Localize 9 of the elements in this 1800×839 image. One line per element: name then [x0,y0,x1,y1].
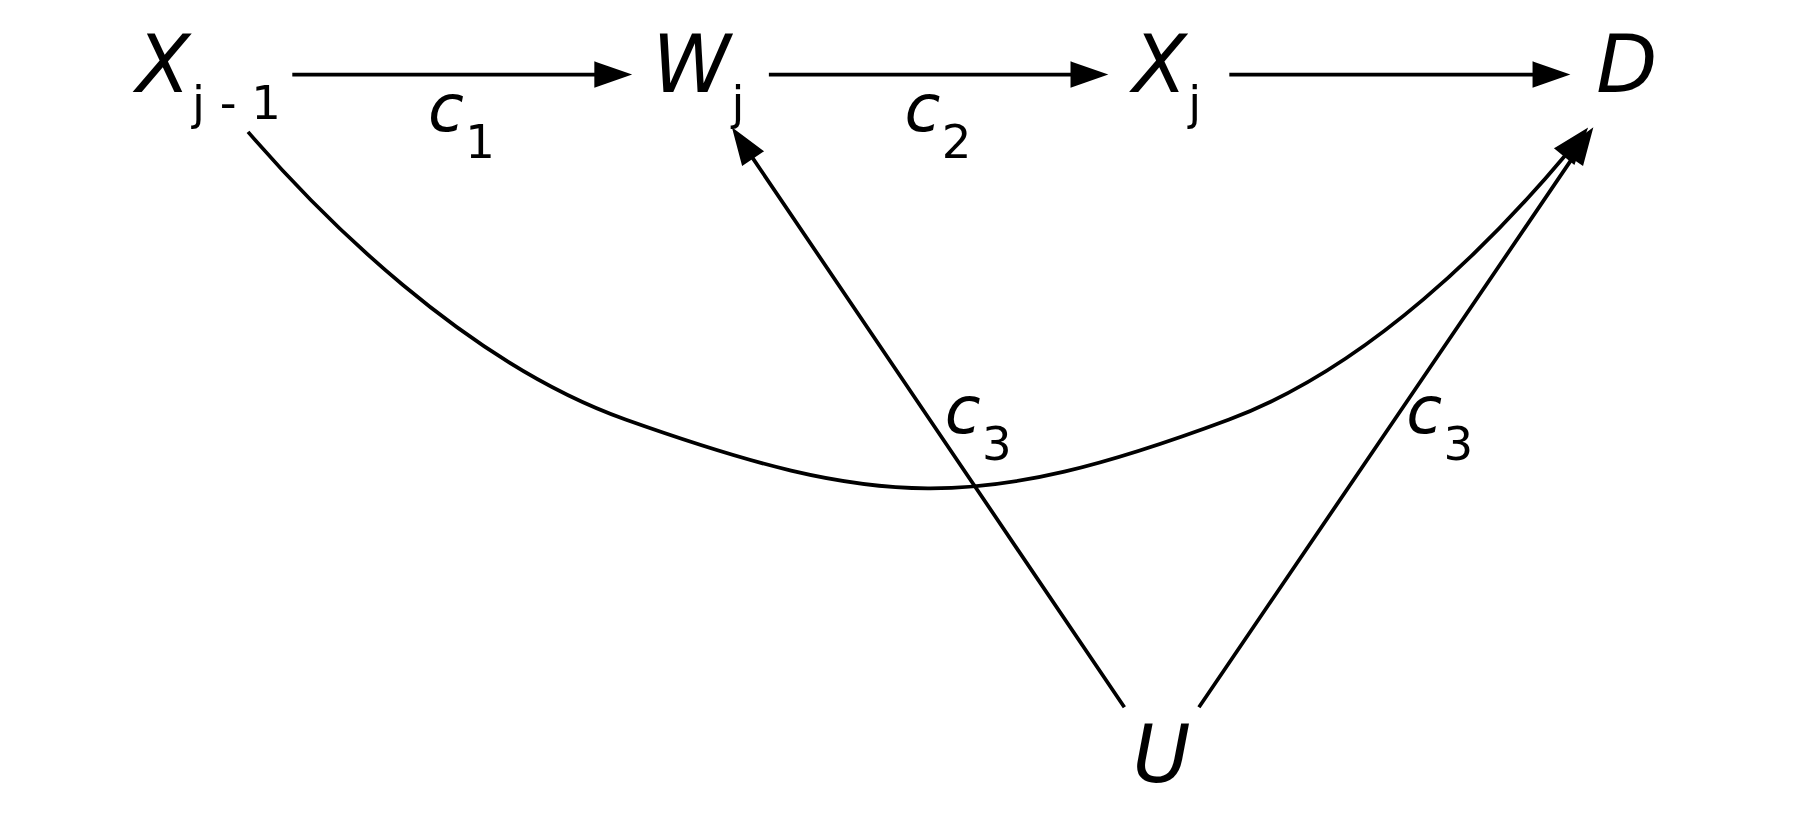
node-text: U [1131,708,1190,802]
edge-label: c$_{1}$ [427,70,495,170]
node-text: X$_{j}$ [1131,18,1201,131]
node-text: D [1595,18,1657,112]
node-text: W$_{j}$ [651,18,744,131]
edge-label: c$_{3}$ [1405,372,1473,472]
edge-label: c$_{2}$ [904,70,972,170]
node-text: X$_{j - 1}$ [135,18,281,131]
edge-label: c$_{3}$ [944,372,1012,472]
